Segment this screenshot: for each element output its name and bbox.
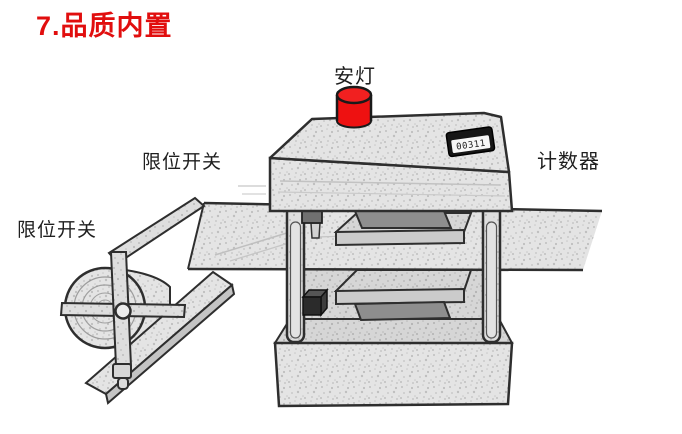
sensor-stem	[310, 222, 321, 239]
label-limit-switch-lower: 限位开关	[17, 220, 98, 241]
counter-value: 00311	[456, 139, 487, 153]
label-limit-switch-upper: 限位开关	[142, 152, 223, 173]
label-andon: 安灯	[334, 66, 376, 88]
switch-foot	[112, 363, 132, 379]
counter-device: 00311	[445, 126, 496, 158]
right-column	[481, 201, 502, 344]
lower-proximity-sensor	[301, 287, 329, 318]
switch-foot-nub	[117, 377, 129, 390]
lower-die-dark-pedestal	[353, 300, 452, 322]
press-base-front	[273, 341, 514, 408]
switch-pivot	[114, 302, 132, 320]
lower-die	[333, 269, 473, 322]
upper-die-dark-plate	[353, 210, 453, 229]
label-counter: 计数器	[537, 151, 600, 173]
limit-switch-arm	[59, 251, 187, 390]
andon-light	[335, 85, 373, 129]
counter-display	[451, 135, 491, 154]
upper-die	[333, 210, 473, 247]
press-base-top	[273, 318, 514, 344]
press-head	[238, 111, 514, 213]
page-title: 7.品质内置	[36, 11, 173, 41]
